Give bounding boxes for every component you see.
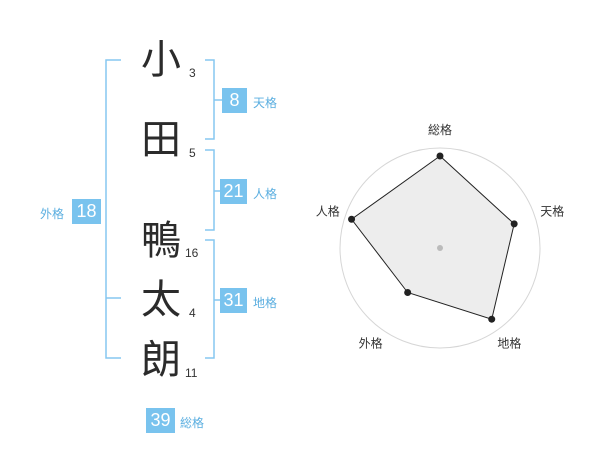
name-char-4: 太 xyxy=(141,277,181,323)
radar-axis-label-1: 天格 xyxy=(540,204,564,219)
stroke-count-4: 4 xyxy=(189,306,196,320)
gaikaku-value-box: 18 xyxy=(72,199,101,224)
tenkaku-value-box: 8 xyxy=(222,88,247,113)
tenkaku-bracket xyxy=(205,59,215,140)
jinkaku-label: 人格 xyxy=(253,187,278,201)
gaikaku-label: 外格 xyxy=(40,207,65,221)
stroke-count-3: 16 xyxy=(185,246,199,260)
radar-axis-label-2: 地格 xyxy=(497,335,521,350)
radar-point-2 xyxy=(488,315,496,323)
stroke-count-1: 3 xyxy=(189,66,196,80)
chikaku-label: 地格 xyxy=(253,296,278,310)
radar-point-4 xyxy=(348,215,356,223)
radar-point-1 xyxy=(510,220,518,228)
chikaku-bracket xyxy=(205,239,215,359)
jinkaku-value-box: 21 xyxy=(220,179,247,204)
name-char-1: 小 xyxy=(141,37,181,83)
jinkaku-bracket xyxy=(205,149,215,231)
radar-center xyxy=(437,245,443,251)
gaikaku-bracket xyxy=(105,59,121,359)
name-char-5: 朗 xyxy=(141,337,181,383)
radar-point-3 xyxy=(404,288,412,296)
radar-axis-label-3: 外格 xyxy=(359,335,383,350)
name-char-2: 田 xyxy=(141,117,181,163)
chikaku-value-box: 31 xyxy=(220,288,247,313)
radar-axis-label-4: 人格 xyxy=(316,204,340,219)
stroke-count-5: 11 xyxy=(185,366,198,380)
stroke-count-2: 5 xyxy=(189,146,196,160)
soukaku-value-box: 39 xyxy=(146,408,175,433)
soukaku-label: 総格 xyxy=(180,416,205,430)
radar-axis-label-0: 総格 xyxy=(428,122,452,137)
radar-point-0 xyxy=(436,152,444,160)
name-char-3: 鴨 xyxy=(141,218,181,264)
radar-shape xyxy=(350,155,515,320)
tenkaku-label: 天格 xyxy=(253,96,278,110)
